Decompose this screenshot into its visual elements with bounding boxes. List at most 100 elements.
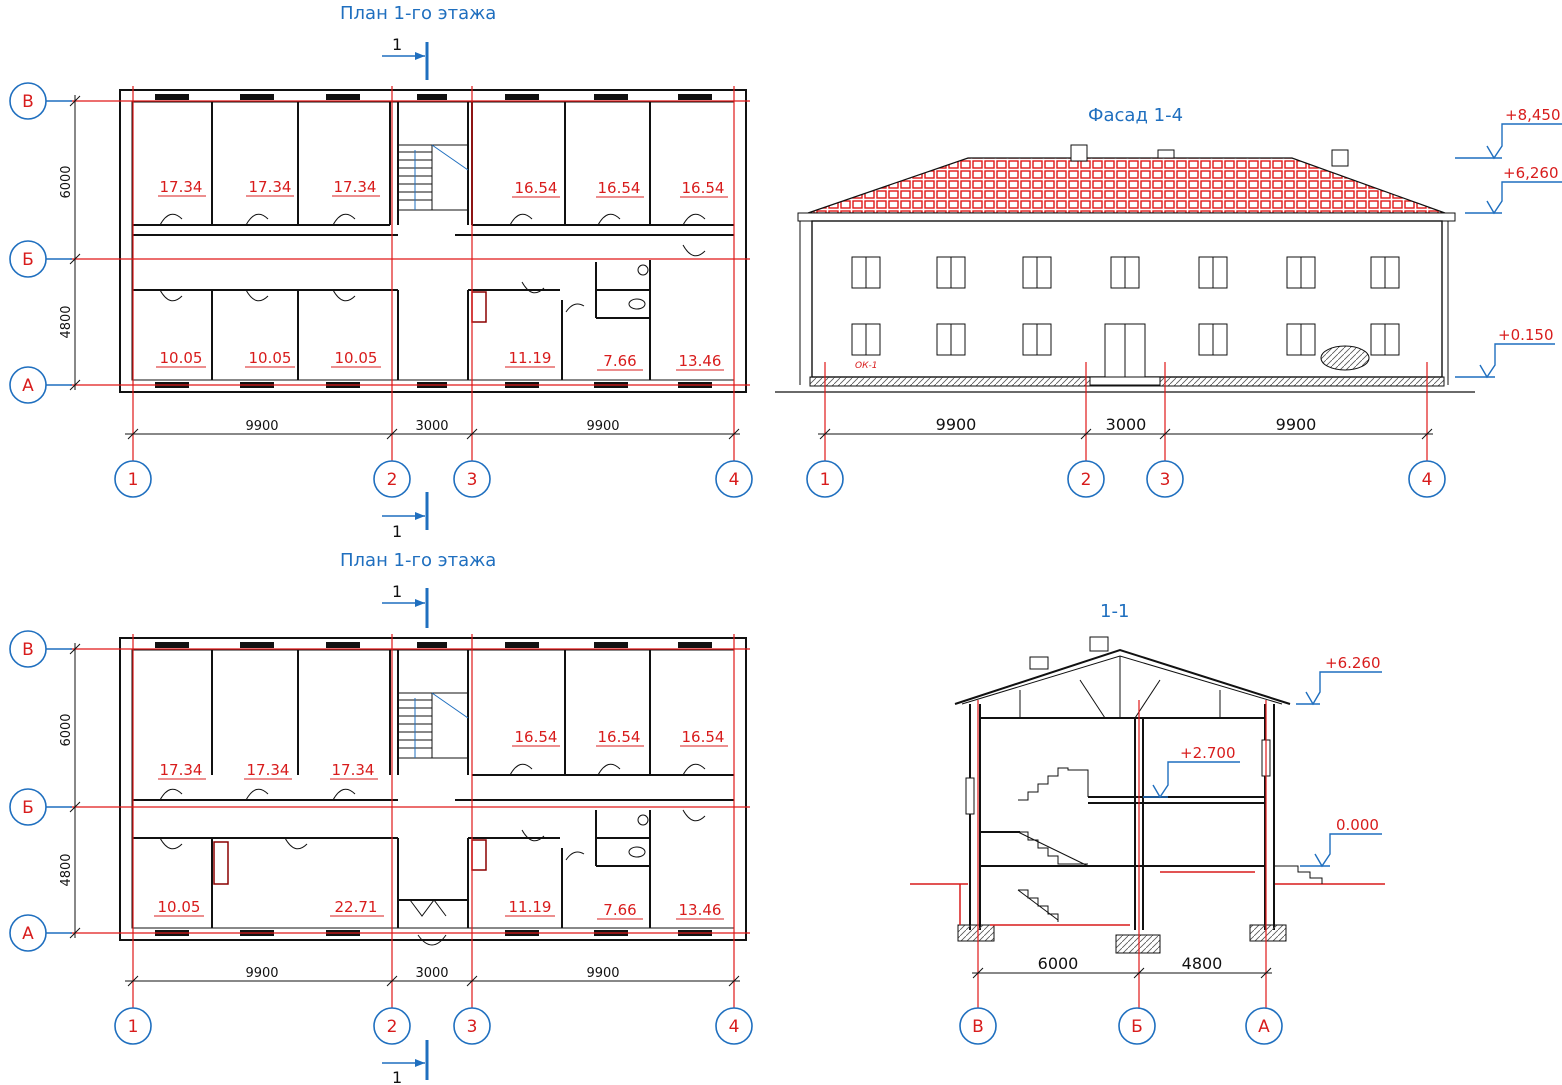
- section-mark-label: 1: [392, 582, 402, 601]
- axis-label: 4: [1422, 470, 1433, 490]
- section-mark-top: 1: [382, 35, 429, 80]
- section-mark-bottom: 1: [382, 492, 429, 541]
- axis-label: 4: [729, 1017, 740, 1037]
- room-area: 10.05: [249, 349, 292, 367]
- axis-label: Б: [1131, 1017, 1143, 1037]
- room-area: 13.46: [679, 901, 722, 919]
- room-area: 11.19: [509, 898, 552, 916]
- window-tag: ОК-1: [855, 361, 877, 371]
- horizontal-dim-label: 9900: [586, 419, 619, 434]
- section-dimension: [972, 967, 1272, 979]
- room-area: 17.34: [160, 178, 203, 196]
- sink-icon: [637, 814, 649, 826]
- radiator-icon: [213, 841, 229, 885]
- section-mark-label: 1: [392, 35, 402, 54]
- chimney: [1331, 149, 1349, 167]
- section-dim-label: 6000: [1038, 954, 1079, 973]
- plan-bottom-title: План 1-го этажа: [340, 550, 496, 571]
- vertical-dim-label: 6000: [59, 713, 74, 746]
- axis-label: А: [22, 924, 34, 944]
- foundations: [957, 924, 1287, 954]
- room-area: 17.34: [334, 178, 377, 196]
- sink-icon: [637, 264, 649, 276]
- room-labels: 17.34 17.34 17.34 16.54 16.54 16.54 10.0…: [156, 178, 728, 371]
- chimney: [1157, 149, 1175, 159]
- level-mark: +6.260: [1296, 654, 1382, 706]
- ground-fill: [910, 871, 1385, 926]
- room-area: 16.54: [598, 728, 641, 746]
- axis-bubble: [373, 1007, 411, 1045]
- facade-dim-label: 9900: [1276, 415, 1317, 434]
- partitions: [132, 650, 734, 928]
- stair: [397, 144, 469, 211]
- section-walls: [969, 704, 1275, 930]
- radiator-icon: [471, 291, 487, 323]
- chimney: [1070, 144, 1088, 162]
- room-area: 16.54: [682, 728, 725, 746]
- vertical-dim-label: 4800: [59, 853, 74, 886]
- toilet-icon: [628, 298, 646, 310]
- outer-wall: [119, 89, 747, 393]
- room-area: 17.34: [160, 761, 203, 779]
- vertical-dim-label: 4800: [59, 305, 74, 338]
- axis-bubble: [1067, 460, 1105, 498]
- level-mark: +0.150: [1455, 326, 1555, 379]
- level-mark: +2.700: [1143, 744, 1240, 799]
- grid-axes: [70, 634, 750, 1010]
- axis-label: А: [22, 376, 34, 396]
- stair: [397, 692, 469, 759]
- section-roof: [954, 648, 1291, 705]
- horizontal-dim-label: 3000: [415, 419, 448, 434]
- room-area: 16.54: [682, 179, 725, 197]
- axis-label: Б: [22, 798, 34, 818]
- door-swings: [159, 213, 706, 313]
- entrance-steps: [1275, 865, 1323, 884]
- room-labels: 17.34 17.34 17.34 16.54 16.54 16.54 10.0…: [154, 728, 728, 920]
- facade-title: Фасад 1-4: [1088, 105, 1183, 126]
- room-area: 17.34: [332, 761, 375, 779]
- level-label: +6,260: [1503, 164, 1559, 182]
- axis-bubble: [959, 1007, 997, 1045]
- axis-label: 1: [128, 1017, 139, 1037]
- section-title: 1-1: [1100, 601, 1129, 622]
- truss: [980, 656, 1265, 719]
- axis-bubble: [373, 460, 411, 498]
- inner-wall-line: [131, 649, 735, 929]
- vertical-dimension: [69, 95, 81, 391]
- level-label: +8,450: [1505, 106, 1561, 124]
- section-stair: [1017, 767, 1089, 922]
- facade-windows: [851, 256, 1400, 356]
- room-area: 11.19: [509, 349, 552, 367]
- level-label: +0.150: [1498, 326, 1554, 344]
- horizontal-dim-label: 9900: [586, 966, 619, 981]
- axis-bubble: [453, 1007, 491, 1045]
- level-mark: 0.000: [1300, 816, 1382, 868]
- room-area: 10.05: [335, 349, 378, 367]
- axis-label: В: [972, 1017, 984, 1037]
- axis-bubble: [1118, 1007, 1156, 1045]
- axis-label: 3: [467, 1017, 478, 1037]
- level-mark: +8,450: [1455, 106, 1562, 160]
- horizontal-dimension: [125, 428, 740, 440]
- room-area: 22.71: [335, 898, 378, 916]
- axis-label: А: [1258, 1017, 1270, 1037]
- level-label: +2.700: [1180, 744, 1236, 762]
- inner-wall-line: [131, 101, 735, 381]
- axis-label: 2: [387, 1017, 398, 1037]
- axis-label: 1: [128, 470, 139, 490]
- window-section: [965, 777, 975, 815]
- section: 1-1: [910, 601, 1385, 1045]
- roof: [807, 157, 1446, 214]
- outer-wall: [119, 637, 747, 941]
- room-area: 17.34: [247, 761, 290, 779]
- plan-top-title: План 1-го этажа: [340, 3, 496, 24]
- room-area: 7.66: [603, 901, 636, 919]
- window-marks: [155, 642, 712, 936]
- axis-bubble: [114, 1007, 152, 1045]
- axis-label: В: [22, 92, 34, 112]
- axis-bubble: [806, 460, 844, 498]
- axis-bubble: [715, 460, 753, 498]
- section-mark-bottom: 1: [382, 1040, 429, 1085]
- room-area: 17.34: [249, 178, 292, 196]
